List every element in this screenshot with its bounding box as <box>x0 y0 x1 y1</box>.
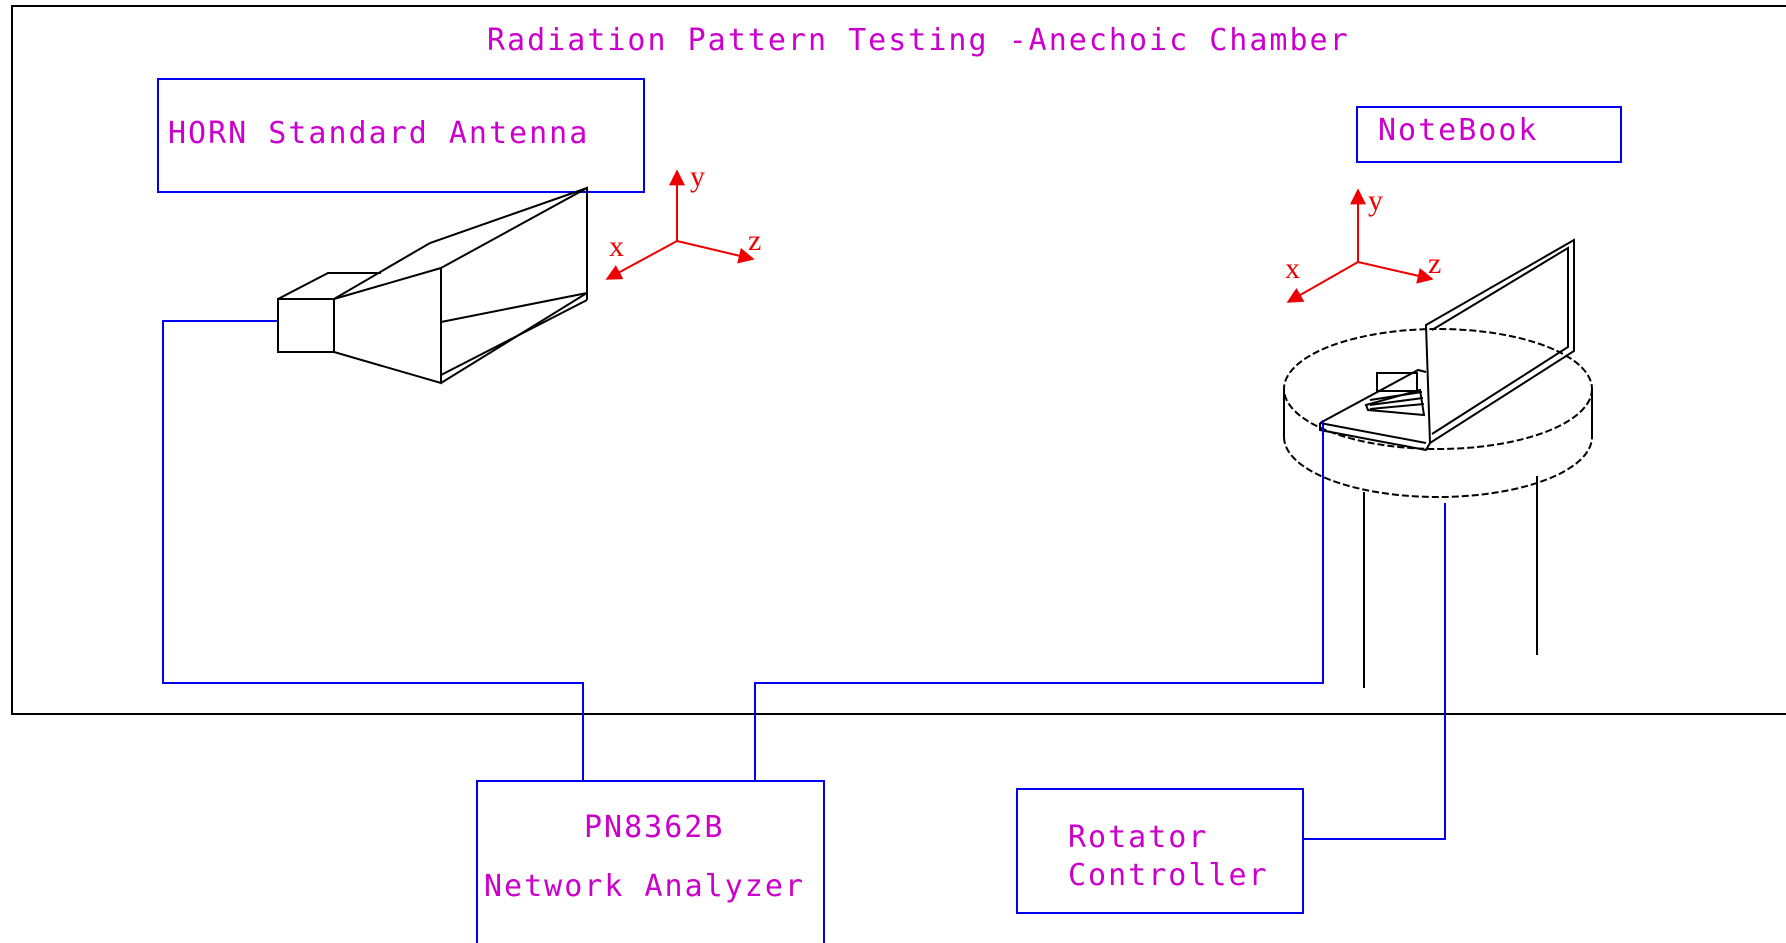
rotator-line1: Rotator <box>1068 820 1208 855</box>
notebook-laptop <box>1319 238 1575 452</box>
notebook-axis-x-label: x <box>1285 252 1300 285</box>
analyzer-name: Network Analyzer <box>484 869 805 904</box>
horn-label-box <box>157 78 645 193</box>
horn-axes <box>605 169 755 280</box>
rotator-platform <box>1283 328 1593 688</box>
notebook-axis-z-label: z <box>1428 247 1441 280</box>
analyzer-model: PN8362B <box>584 810 724 845</box>
horn-axis-z-label: z <box>748 224 761 257</box>
rotator-controller-box <box>1016 788 1304 914</box>
notebook-axes <box>1286 188 1434 303</box>
rotator-cable <box>1304 503 1446 840</box>
notebook-label-box <box>1356 106 1622 163</box>
chamber-boundary <box>11 5 1786 715</box>
cables <box>162 320 1446 840</box>
network-analyzer-box <box>476 780 825 943</box>
notebook-axis-y-label: y <box>1368 184 1383 217</box>
chamber-title: Radiation Pattern Testing -Anechoic Cham… <box>487 23 1350 58</box>
horn-to-analyzer-cable <box>162 320 584 781</box>
horn-label: HORN Standard Antenna <box>168 116 589 151</box>
horn-axis-y-label: y <box>690 160 705 193</box>
notebook-to-analyzer-cable <box>754 420 1324 781</box>
rotator-line2: Controller <box>1068 858 1269 893</box>
horn-antenna <box>277 186 588 385</box>
horn-axis-x-label: x <box>609 230 624 263</box>
notebook-label: NoteBook <box>1378 113 1539 148</box>
